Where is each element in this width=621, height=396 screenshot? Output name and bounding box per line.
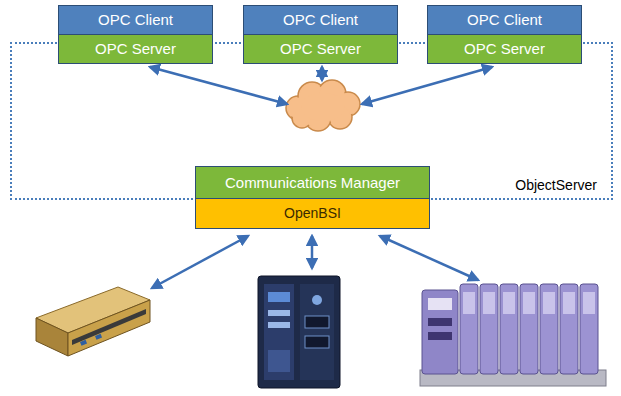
box-label: OPC Client xyxy=(283,11,358,28)
double-arrow xyxy=(321,67,324,80)
box-label: Communications Manager xyxy=(225,174,400,191)
box-label: OPC Server xyxy=(95,40,176,57)
box-label: OPC Server xyxy=(464,40,545,57)
network-cloud xyxy=(286,80,360,131)
plc-device xyxy=(258,276,340,388)
network-arrows xyxy=(150,67,492,288)
box-label: OPC Client xyxy=(467,11,542,28)
server-box: OPC Server xyxy=(427,34,582,64)
box-label: OPC Client xyxy=(98,11,173,28)
server-box: OPC Server xyxy=(243,34,398,64)
box-label: OPC Server xyxy=(280,40,361,57)
double-arrow xyxy=(152,236,248,288)
gold-device xyxy=(36,287,150,356)
double-arrow xyxy=(150,67,287,104)
server-box: Communications Manager xyxy=(195,166,430,199)
client-box: OPC Client xyxy=(243,5,398,35)
double-arrow xyxy=(311,236,314,268)
server-region: OPC ClientOPC ServerOPC ClientOPC Server… xyxy=(10,42,613,200)
double-arrow xyxy=(362,67,492,104)
box-label: OpenBSI xyxy=(284,205,341,221)
rack-device xyxy=(420,284,606,386)
double-arrow xyxy=(380,236,478,280)
server-box: OPC Server xyxy=(58,34,213,64)
bsi-box: OpenBSI xyxy=(195,198,430,229)
client-box: OPC Client xyxy=(58,5,213,35)
region-label: ObjectServer xyxy=(515,177,597,193)
client-box: OPC Client xyxy=(427,5,582,35)
